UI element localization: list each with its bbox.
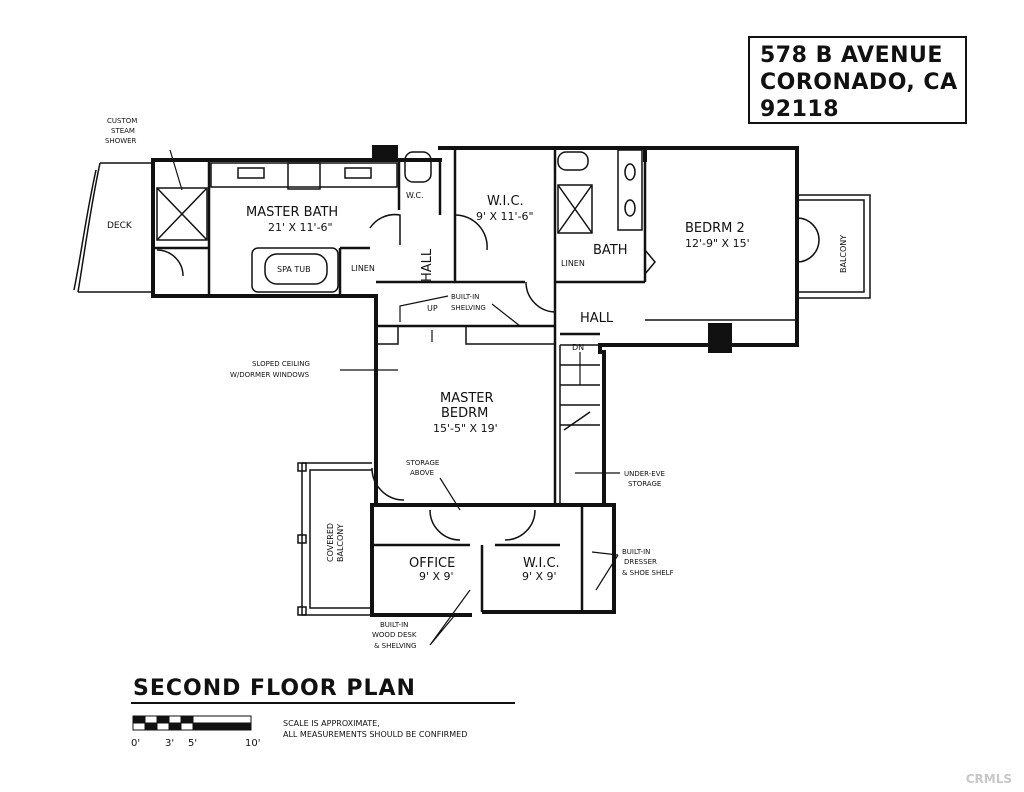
scale-tick-10: 10'	[245, 738, 261, 749]
note-shelving-1: BUILT-IN	[451, 293, 479, 301]
note-storage-2: ABOVE	[410, 469, 434, 477]
label-master-bedrm-dim: 15'-5" X 19'	[433, 422, 498, 435]
note-dresser-3: & SHOE SHELF	[622, 569, 674, 577]
scale-tick-3: 3'	[165, 738, 175, 749]
address-box: 578 B AVENUE CORONADO, CA 92118	[748, 36, 967, 124]
scale-note: SCALE IS APPROXIMATE, ALL MEASUREMENTS S…	[283, 718, 467, 740]
label-wc: W.C.	[406, 191, 424, 200]
label-wic-1-dim: 9' X 11'-6"	[476, 210, 534, 223]
note-steam-1: CUSTOM	[107, 117, 137, 125]
scale-tick-5: 5'	[188, 738, 198, 749]
label-office: OFFICE	[409, 556, 455, 571]
solid-columns	[372, 145, 732, 353]
scale-tick-0: 0'	[131, 738, 141, 749]
covered-balcony	[297, 462, 372, 616]
note-storage-1: STORAGE	[406, 459, 439, 467]
label-linen-1: LINEN	[351, 264, 375, 273]
label-linen-2: LINEN	[561, 259, 585, 268]
door-swings	[156, 213, 820, 541]
label-balcony: BALCONY	[839, 235, 848, 273]
note-undereve-1: UNDER-EVE	[624, 470, 665, 478]
note-desk-3: & SHELVING	[374, 642, 416, 650]
address-line-2: CORONADO, CA	[760, 70, 958, 95]
note-desk-1: BUILT-IN	[380, 621, 408, 629]
scale-note-line-1: SCALE IS APPROXIMATE,	[283, 719, 380, 728]
label-master-bath: MASTER BATH	[246, 205, 338, 220]
label-master-bedrm-1: MASTER	[440, 391, 494, 406]
room-labels: MASTER BATH 21' X 11'-6" W.I.C. 9' X 11'…	[107, 191, 848, 583]
deck	[73, 162, 153, 293]
label-bedrm-2: BEDRM 2	[685, 221, 745, 236]
label-wic-1: W.I.C.	[487, 194, 524, 209]
leader-lines	[169, 149, 620, 646]
note-steam-3: SHOWER	[105, 137, 137, 145]
label-master-bedrm-2: BEDRM	[441, 406, 488, 421]
note-dresser-1: BUILT-IN	[622, 548, 650, 556]
note-steam-2: STEAM	[111, 127, 135, 135]
label-up: UP	[427, 304, 438, 313]
watermark: CRMLS	[965, 772, 1012, 786]
fixtures	[210, 149, 797, 505]
label-hall-1: HALL	[420, 248, 435, 282]
note-sloped-2: W/DORMER WINDOWS	[230, 371, 310, 379]
label-spa-tub: SPA TUB	[277, 265, 311, 274]
label-wic-2-dim: 9' X 9'	[522, 570, 557, 583]
annotation-notes: CUSTOM STEAM SHOWER BUILT-IN SHELVING SL…	[105, 117, 674, 650]
label-covered-balcony-1: COVERED	[326, 523, 335, 562]
label-master-bath-dim: 21' X 11'-6"	[268, 221, 333, 234]
note-shelving-2: SHELVING	[451, 304, 486, 312]
interior-walls	[153, 148, 647, 612]
right-balcony	[797, 194, 871, 299]
steam-shower	[156, 187, 208, 241]
label-bath: BATH	[593, 243, 628, 258]
label-office-dim: 9' X 9'	[419, 570, 454, 583]
note-dresser-2: DRESSER	[624, 558, 657, 566]
scale-note-line-2: ALL MEASUREMENTS SHOULD BE CONFIRMED	[283, 730, 468, 739]
label-dn: DN	[572, 343, 584, 352]
address-line-3: 92118	[760, 97, 840, 122]
label-deck: DECK	[107, 221, 133, 231]
note-undereve-2: STORAGE	[628, 480, 661, 488]
scale-bar	[132, 715, 252, 731]
label-hall-2: HALL	[580, 311, 614, 326]
plan-title: SECOND FLOOR PLAN	[133, 676, 416, 701]
note-sloped-1: SLOPED CEILING	[252, 360, 310, 368]
address-line-1: 578 B AVENUE	[760, 43, 943, 68]
label-covered-balcony-2: BALCONY	[336, 524, 345, 562]
plan-title-rule	[131, 702, 515, 704]
label-wic-2: W.I.C.	[523, 556, 560, 571]
label-bedrm-2-dim: 12'-9" X 15'	[685, 237, 750, 250]
note-desk-2: WOOD DESK	[372, 631, 417, 639]
